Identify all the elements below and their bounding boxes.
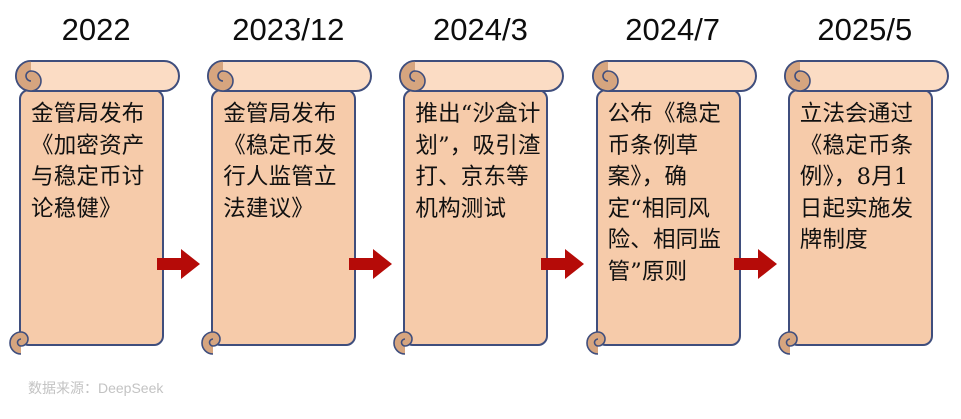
scroll-shape-4: 立法会通过《稳定币条例》，8月1日起实施发牌制度 (778, 57, 953, 357)
timeline-step-2: 推出“沙盒计划”，吸引渣打、京东等机构测试 (384, 55, 585, 360)
right-arrow-icon-3 (733, 247, 778, 281)
scroll-icon (585, 60, 757, 355)
timeline-date-0: 2022 (61, 12, 131, 47)
timeline-step-4: 立法会通过《稳定币条例》，8月1日起实施发牌制度 (769, 55, 961, 360)
scroll-shape-1: 金管局发布《稳定币发行人监管立法建议》 (201, 57, 376, 357)
scroll-icon (393, 60, 565, 355)
scroll-shape-3: 公布《稳定币条例草案》，确定“相同风险、相同监管”原则 (585, 57, 761, 357)
scroll-text-4: 立法会通过《稳定币条例》，8月1日起实施发牌制度 (799, 101, 914, 253)
timeline-date-2: 2024/3 (433, 12, 528, 47)
timeline-headers: 2022 2023/12 2024/3 2024/7 2025/5 (0, 8, 961, 52)
scroll-text-0: 金管局发布《加密资产与稳定币讨论稳健》 (31, 101, 145, 222)
scroll-icon (201, 60, 373, 355)
scroll-shape-0: 金管局发布《加密资产与稳定币讨论稳健》 (9, 57, 184, 357)
timeline-date-1: 2023/12 (232, 12, 345, 47)
scroll-icon (9, 60, 180, 355)
scroll-shape-2: 推出“沙盒计划”，吸引渣打、京东等机构测试 (393, 57, 568, 357)
scroll-text-3: 公布《稳定币条例草案》，确定“相同风险、相同监管”原则 (607, 101, 722, 285)
timeline-steps: 金管局发布《加密资产与稳定币讨论稳健》 金管局发布《稳定币发行人监管立法建议》 (0, 55, 961, 360)
right-arrow-icon-0 (157, 247, 201, 281)
scroll-icon (778, 60, 949, 355)
right-arrow-icon-2 (541, 247, 585, 281)
scroll-text-1: 金管局发布《稳定币发行人监管立法建议》 (223, 101, 337, 222)
timeline-date-3: 2024/7 (625, 12, 721, 47)
timeline-step-0: 金管局发布《加密资产与稳定币讨论稳健》 (0, 55, 200, 360)
data-source-label: 数据来源：DeepSeek (28, 380, 164, 396)
timeline-step-3: 公布《稳定币条例草案》，确定“相同风险、相同监管”原则 (577, 55, 777, 360)
scroll-text-2: 推出“沙盒计划”，吸引渣打、京东等机构测试 (415, 101, 541, 222)
timeline-step-1: 金管局发布《稳定币发行人监管立法建议》 (192, 55, 393, 360)
right-arrow-icon-1 (349, 247, 393, 281)
timeline-date-4: 2025/5 (817, 12, 913, 47)
